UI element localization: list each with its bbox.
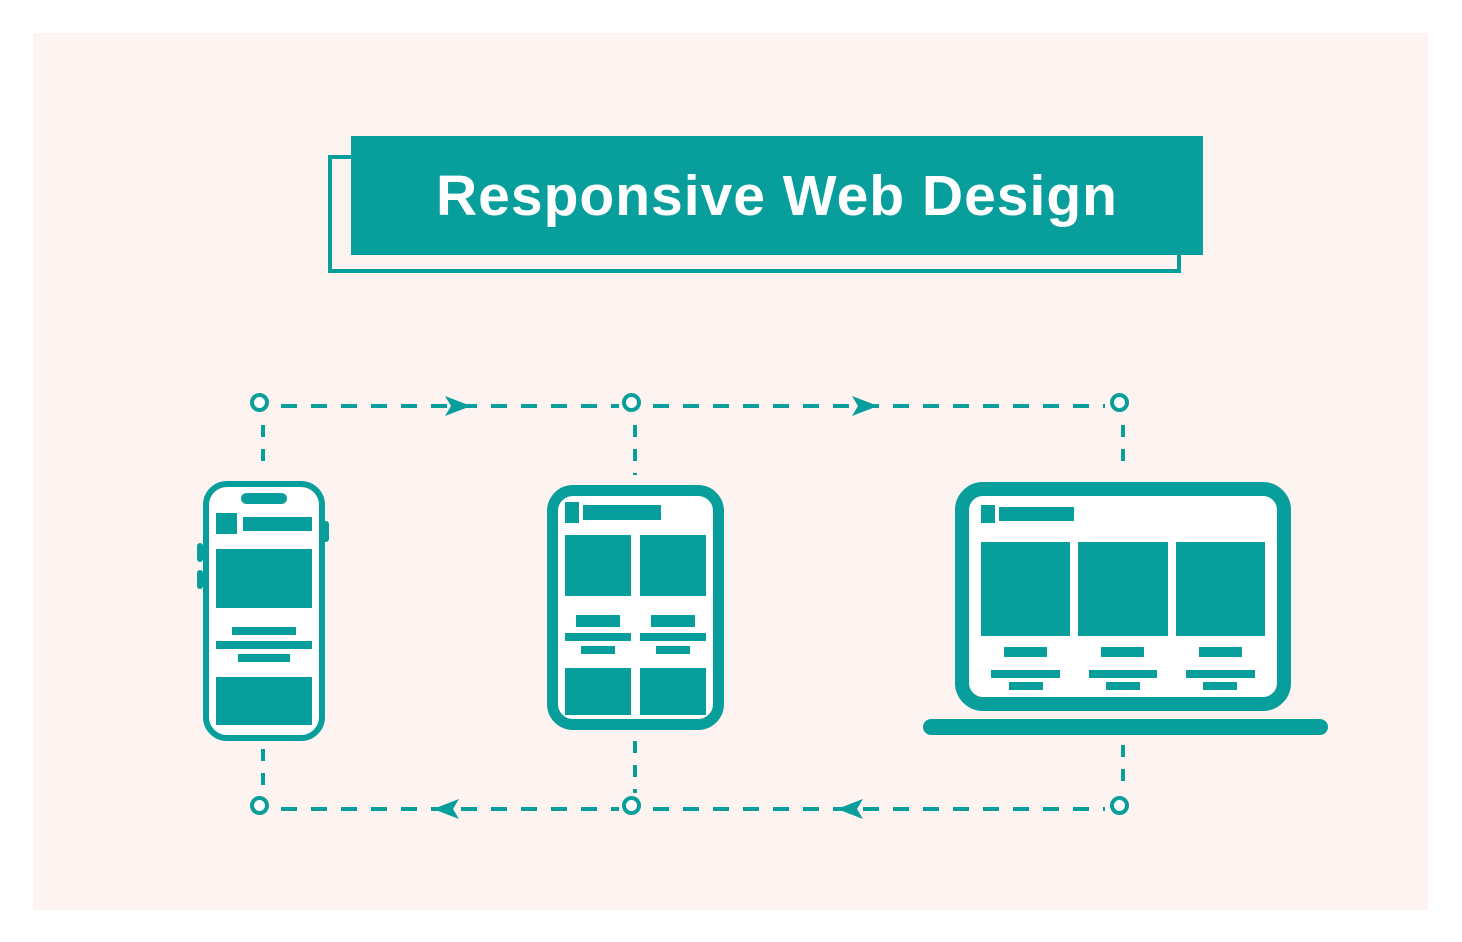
image-placeholder-block (216, 677, 312, 725)
phone-power-button-shape (323, 521, 329, 542)
text-placeholder-line (1008, 682, 1043, 690)
tablet-header-row (565, 502, 706, 523)
laptop-base (923, 719, 1328, 735)
arrow-left-icon (837, 799, 863, 819)
circle-node-icon (1110, 393, 1129, 412)
logo-placeholder-block (216, 513, 237, 534)
text-placeholder-line (640, 633, 706, 641)
text-placeholder-line (1203, 682, 1238, 690)
background-panel: Responsive Web Design (33, 33, 1428, 910)
image-placeholder-block (640, 668, 706, 715)
tablet-content-grid (565, 535, 706, 715)
arrow-right-icon (445, 396, 471, 416)
text-placeholder-line (1185, 670, 1255, 678)
phone-header-row (216, 513, 312, 534)
text-placeholder-line (238, 654, 290, 662)
phone-volume-button-shape (197, 543, 203, 562)
text-placeholder-line (651, 615, 695, 627)
text-placeholder-line (656, 646, 690, 654)
laptop-column (1078, 542, 1168, 690)
text-placeholder-line (1105, 682, 1140, 690)
bottom-dashed-stub-tablet (633, 741, 637, 793)
arrow-right-icon (852, 396, 878, 416)
phone-notch (241, 493, 287, 504)
image-placeholder-block (216, 549, 312, 608)
laptop-column (981, 542, 1071, 690)
laptop-column (1175, 542, 1265, 690)
page-title: Responsive Web Design (436, 163, 1118, 228)
bottom-dashed-stub-laptop (1121, 745, 1125, 793)
tablet-column (565, 535, 631, 715)
title-banner: Responsive Web Design (351, 136, 1203, 255)
circle-node-icon (250, 796, 269, 815)
phone-body (203, 481, 325, 741)
tablet-column (640, 535, 706, 715)
smartphone-wireframe-icon (197, 481, 329, 743)
bottom-dashed-stub-phone (261, 749, 265, 793)
image-placeholder-block (981, 542, 1071, 636)
laptop-wireframe-icon (923, 482, 1328, 735)
circle-node-icon (622, 393, 641, 412)
text-placeholder-line (581, 646, 615, 654)
arrow-left-icon (433, 799, 459, 819)
navbar-placeholder-bar (999, 507, 1074, 521)
navbar-placeholder-bar (583, 505, 661, 520)
image-placeholder-block (565, 535, 631, 596)
image-placeholder-block (565, 668, 631, 715)
navbar-placeholder-bar (243, 516, 312, 531)
circle-node-icon (250, 393, 269, 412)
logo-placeholder-block (565, 502, 579, 523)
text-placeholder-line (216, 641, 312, 649)
image-placeholder-block (1078, 542, 1168, 636)
top-dashed-line-tablet-laptop (653, 404, 1105, 408)
top-dashed-line-phone-tablet (281, 404, 619, 408)
text-placeholder-line (1088, 670, 1158, 678)
top-dashed-stub-phone (261, 425, 265, 471)
top-dashed-stub-laptop (1121, 425, 1125, 471)
text-placeholder-line (232, 627, 296, 635)
image-placeholder-block (640, 535, 706, 596)
tablet-wireframe-icon (547, 485, 724, 730)
bottom-dashed-line-tablet-laptop (653, 807, 1105, 811)
circle-node-icon (1110, 796, 1129, 815)
phone-volume-button-shape (197, 570, 203, 589)
laptop-header-row (981, 505, 1265, 523)
text-placeholder-line (991, 670, 1061, 678)
laptop-screen (955, 482, 1291, 711)
image-placeholder-block (1175, 542, 1265, 636)
text-placeholder-line (565, 633, 631, 641)
text-placeholder-line (576, 615, 620, 627)
laptop-content-grid (981, 542, 1265, 690)
top-dashed-stub-tablet (633, 425, 637, 475)
logo-placeholder-block (981, 505, 995, 523)
text-placeholder-line (1198, 647, 1242, 657)
text-placeholder-line (1004, 647, 1048, 657)
circle-node-icon (622, 796, 641, 815)
text-placeholder-line (1101, 647, 1145, 657)
